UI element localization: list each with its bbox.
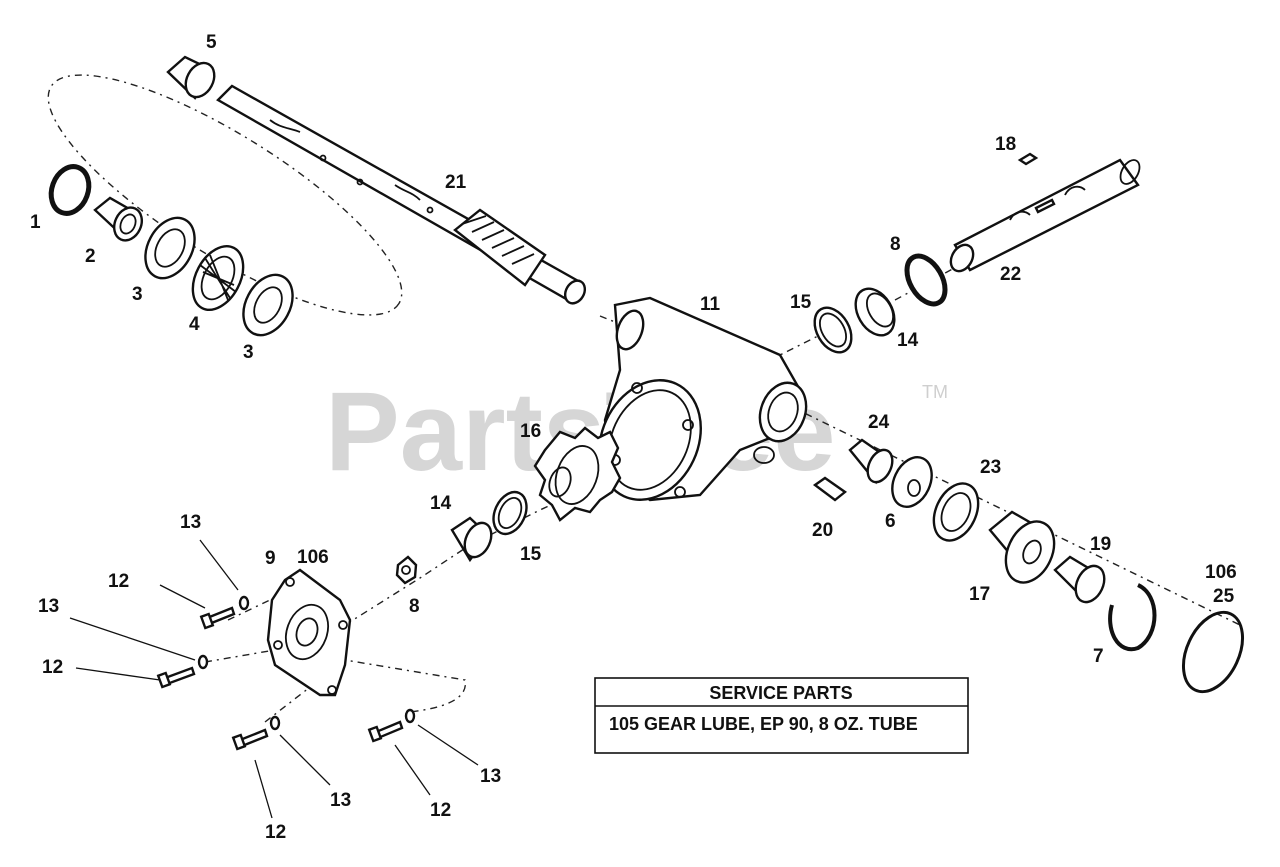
part-8-nut-lower [395, 555, 418, 585]
label-part-25: 25 [1213, 586, 1235, 607]
part-3-washer [144, 216, 196, 280]
part-2-bushing [93, 196, 143, 242]
part-20-key [812, 476, 848, 502]
bolt-washer-set-1 [199, 595, 250, 630]
label-part-18: 18 [995, 134, 1016, 155]
label-part-16: 16 [520, 421, 541, 442]
part-7-retaining-ring [1108, 583, 1157, 652]
leader-lines [69, 539, 479, 819]
part-5-bushing [166, 55, 216, 100]
bolt-washer-set-3 [231, 715, 281, 751]
label-part-4: 4 [189, 314, 200, 335]
bolt-washer-set-4 [367, 708, 416, 743]
part-8-seal-upper [904, 253, 948, 307]
part-14-bushing-lower [450, 516, 493, 563]
part-4-thrust-bearing [191, 245, 245, 311]
label-part-106-upper: 106 [297, 547, 329, 568]
watermark-trademark: TM [922, 382, 948, 402]
label-part-21: 21 [445, 172, 467, 193]
label-part-22: 22 [1000, 264, 1021, 285]
label-part-2: 2 [85, 246, 96, 267]
label-part-19: 19 [1090, 534, 1111, 555]
label-part-5: 5 [206, 32, 217, 53]
label-part-3: 3 [132, 284, 143, 305]
part-15-washer-upper [813, 306, 853, 354]
part-14-bushing-upper [854, 287, 896, 337]
part-9-cover-plate [266, 568, 352, 697]
label-part-14-upper: 14 [897, 330, 919, 351]
label-part-12-a: 12 [108, 571, 129, 592]
service-parts-title: SERVICE PARTS [709, 683, 852, 703]
part-17-bearing [988, 510, 1056, 584]
label-part-20: 20 [812, 520, 833, 541]
label-part-15-upper: 15 [790, 292, 812, 313]
label-part-12-c: 12 [265, 822, 286, 843]
label-part-17: 17 [969, 584, 990, 605]
label-part-1: 1 [30, 212, 41, 233]
part-15-washer-lower [492, 490, 528, 536]
part-6-washer [891, 456, 933, 508]
label-part-23: 23 [980, 457, 1001, 478]
label-part-11: 11 [700, 294, 721, 315]
part-3b-washer [242, 273, 294, 337]
upper-left-group-outline [47, 74, 403, 316]
part-16-gear [533, 426, 622, 522]
part-23-washer [932, 482, 980, 542]
label-part-6: 6 [885, 511, 896, 532]
service-parts-box: SERVICE PARTS 105 GEAR LUBE, EP 90, 8 OZ… [594, 677, 969, 754]
cover-bolt-outline [204, 599, 467, 723]
part-21-worm-shaft [216, 84, 587, 305]
part-1-seal [48, 164, 92, 216]
label-part-14-lower: 14 [430, 493, 452, 514]
label-part-13-b: 13 [38, 596, 59, 617]
part-11-gear-housing [598, 296, 808, 502]
label-part-13-a: 13 [180, 512, 201, 533]
label-part-106-lower: 106 [1205, 562, 1237, 583]
label-part-13-c: 13 [330, 790, 351, 811]
part-18-key [1017, 152, 1039, 166]
label-part-3b: 3 [243, 342, 254, 363]
label-part-15-lower: 15 [520, 544, 542, 565]
service-parts-line: 105 GEAR LUBE, EP 90, 8 OZ. TUBE [609, 714, 918, 734]
part-22-shaft [949, 158, 1141, 273]
label-part-24: 24 [868, 412, 890, 433]
part-24-bushing [848, 438, 894, 485]
label-part-12-b: 12 [42, 657, 63, 678]
label-part-12-d: 12 [430, 800, 451, 821]
label-part-13-d: 13 [480, 766, 501, 787]
label-part-9: 9 [265, 548, 276, 569]
part-labels: 1 2 3 4 3 5 21 11 18 8 22 15 14 16 24 23… [30, 32, 1237, 843]
label-part-8-upper: 8 [890, 234, 901, 255]
part-25-o-ring [1181, 610, 1245, 694]
label-part-8-lower: 8 [409, 596, 420, 617]
part-19-bushing [1053, 555, 1106, 604]
label-part-7: 7 [1093, 646, 1104, 667]
bolt-washer-set-2 [156, 654, 209, 689]
